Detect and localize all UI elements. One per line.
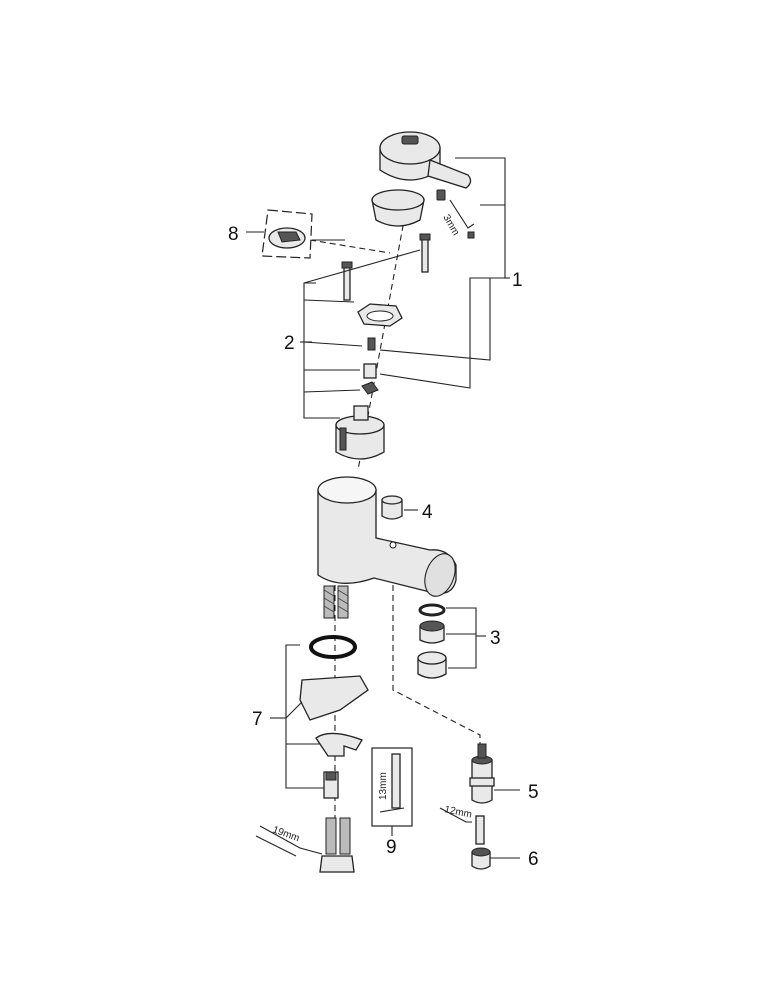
callout-2: 2 bbox=[284, 333, 295, 354]
mixer-cartridge bbox=[335, 405, 385, 460]
valve-cartridge bbox=[469, 743, 495, 804]
callout-1: 1 bbox=[512, 270, 523, 291]
hex-key-size-label: 3mm bbox=[440, 213, 461, 238]
callout-9: 9 bbox=[386, 837, 397, 858]
inner-pin bbox=[367, 337, 376, 351]
aerator-insert bbox=[419, 620, 445, 644]
mounting-bolt-left bbox=[341, 261, 353, 301]
hose-connectors bbox=[319, 817, 355, 873]
cap-axis bbox=[309, 239, 391, 254]
grub-screw bbox=[436, 189, 446, 201]
callout-3: 3 bbox=[490, 628, 501, 649]
wrench-19mm bbox=[255, 825, 323, 857]
threaded-stud bbox=[323, 771, 339, 799]
tap-body bbox=[317, 476, 457, 597]
callout-5: 5 bbox=[528, 782, 539, 803]
leader-lines bbox=[246, 157, 520, 859]
flex-hoses bbox=[323, 585, 349, 619]
callout-8: 8 bbox=[228, 224, 239, 245]
aerator-washer bbox=[418, 603, 446, 617]
callout-7: 7 bbox=[252, 709, 263, 730]
callout-6: 6 bbox=[528, 849, 539, 870]
inner-adapter bbox=[363, 363, 377, 379]
spanner-13mm bbox=[379, 753, 405, 813]
lever-handle bbox=[379, 131, 472, 189]
cap-cover bbox=[371, 189, 425, 227]
mounting-bolt-right bbox=[419, 233, 431, 273]
o-ring-seal bbox=[309, 635, 357, 659]
fixing-horseshoe bbox=[315, 732, 363, 757]
callout-4: 4 bbox=[422, 502, 433, 523]
cartridge-axis bbox=[392, 585, 481, 750]
cap-nut bbox=[471, 847, 491, 870]
handle-button bbox=[381, 495, 403, 520]
wrench-19-size-label: 19mm bbox=[271, 824, 301, 844]
spanner-13-size-label: 13mm bbox=[378, 772, 389, 800]
ring-nut bbox=[357, 303, 403, 327]
hex-key-12mm bbox=[439, 807, 472, 823]
hex-key-3mm bbox=[449, 199, 475, 239]
cartridge-stem bbox=[475, 815, 485, 845]
part-8-box bbox=[261, 209, 313, 259]
base-gasket bbox=[299, 675, 369, 721]
inner-washer bbox=[361, 381, 379, 395]
center-axis-upper bbox=[357, 214, 406, 471]
aerator-housing bbox=[417, 651, 447, 679]
